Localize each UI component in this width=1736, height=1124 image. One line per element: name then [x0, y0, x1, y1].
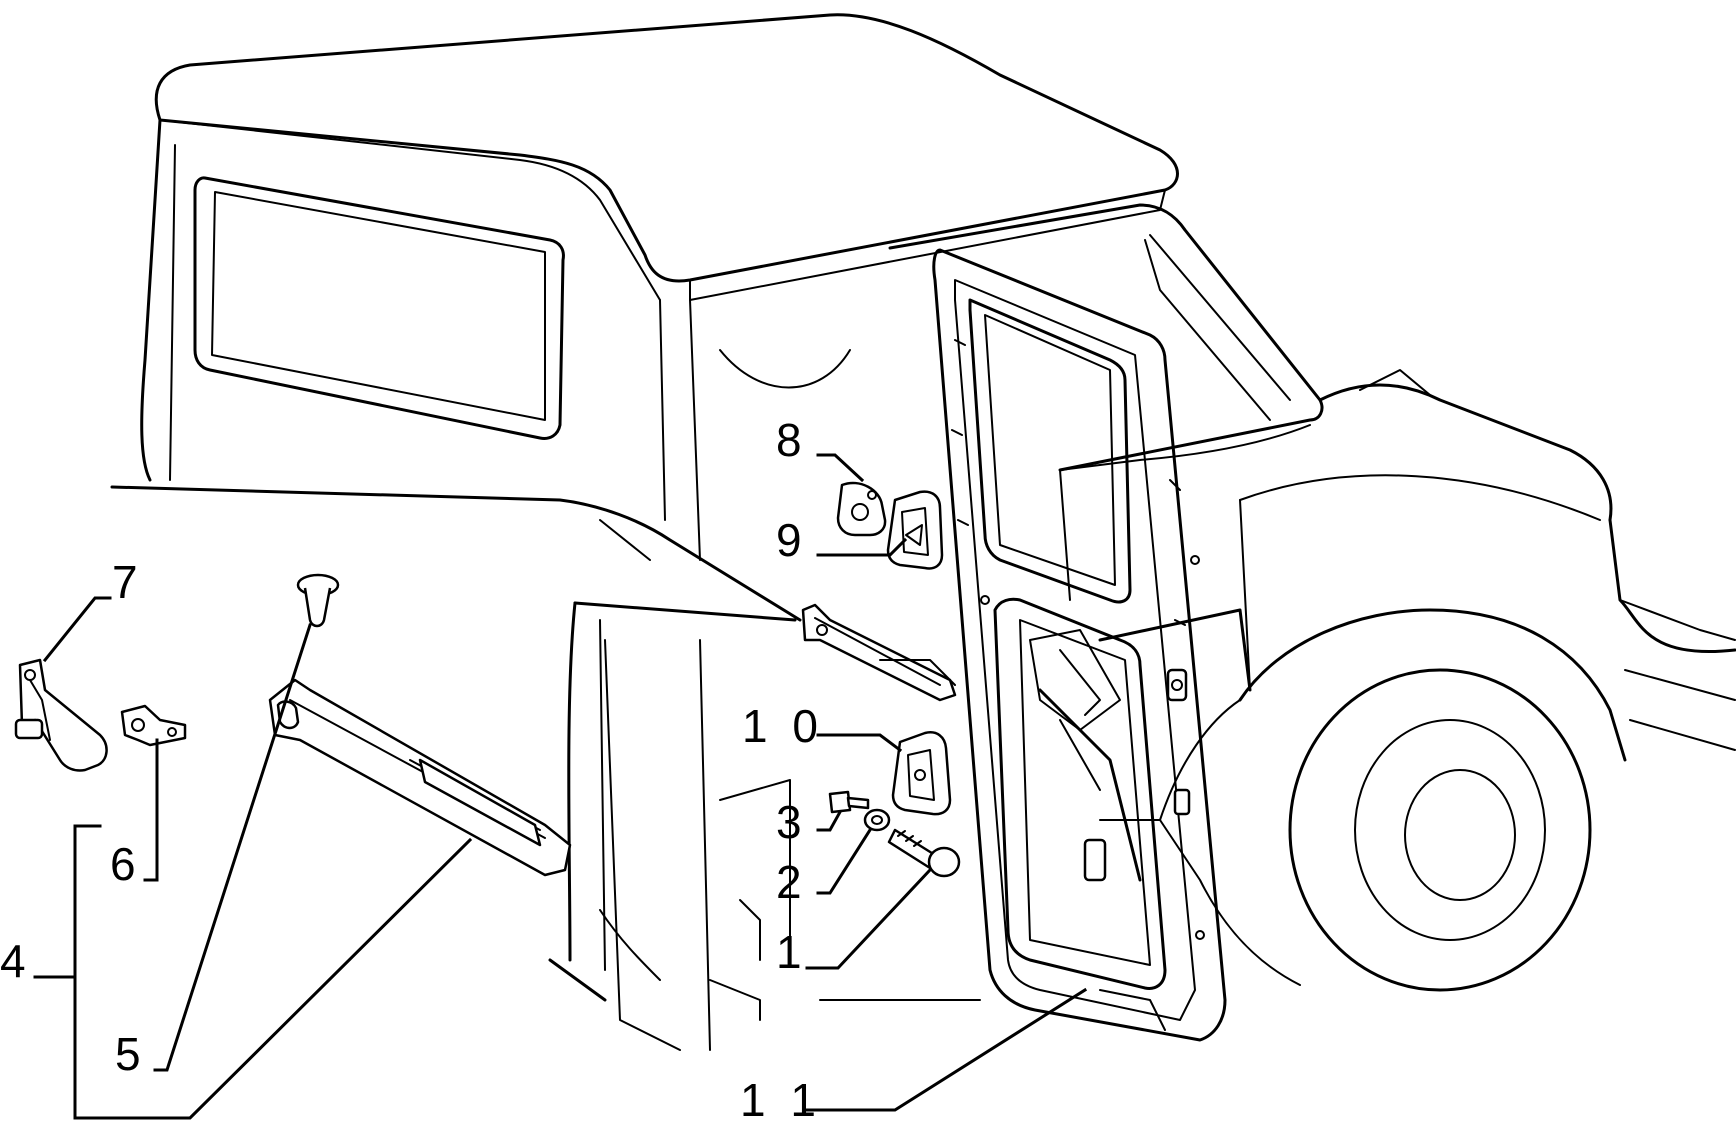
- callout-6: 6: [110, 838, 142, 890]
- callout-10: 1 0: [742, 700, 824, 752]
- callout-labels: 8 9 1 0 3 2 1 1 1 7 6 5 4: [0, 414, 824, 1124]
- part-6-bracket: [120, 704, 187, 747]
- callout-1: 1: [776, 926, 808, 978]
- callout-11: 1 1: [740, 1074, 822, 1124]
- upper-slide-rail: [801, 603, 957, 702]
- callout-9: 9: [776, 514, 808, 566]
- callout-4: 4: [0, 935, 32, 987]
- part-8-striker-plate: [836, 481, 887, 537]
- leader-lines: [33, 453, 1088, 1120]
- part-10-lower-striker: [891, 731, 952, 816]
- callout-3: 3: [776, 796, 808, 848]
- callout-2: 2: [776, 856, 808, 908]
- part-1-screw: [887, 828, 961, 878]
- part-7-hinge-arm: [14, 658, 108, 772]
- part-9-upper-striker: [886, 490, 944, 570]
- callout-8: 8: [776, 414, 808, 466]
- sliding-door-panel: [932, 248, 1227, 1042]
- van-body: [110, 13, 1736, 1051]
- part-2-washer: [863, 808, 891, 832]
- lower-slide-rail: [268, 678, 572, 877]
- part-5-roller-pin: [296, 573, 340, 628]
- callout-5: 5: [115, 1028, 147, 1080]
- part-3-bolt: [828, 790, 870, 814]
- callout-7: 7: [112, 556, 144, 608]
